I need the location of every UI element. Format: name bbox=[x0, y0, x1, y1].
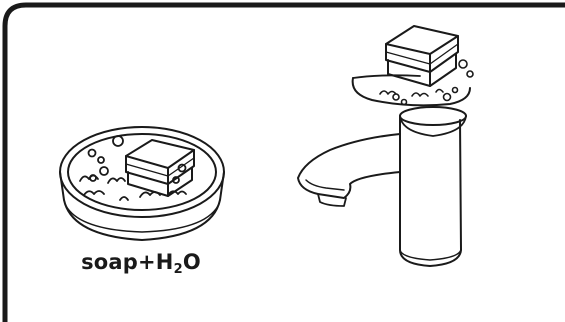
faucet-body bbox=[400, 116, 461, 266]
faucet-spout bbox=[298, 134, 400, 198]
panel-frame bbox=[5, 5, 565, 322]
faucet-cap bbox=[400, 107, 466, 125]
caption-subscript: 2 bbox=[174, 262, 183, 277]
dish-bubbles bbox=[80, 136, 186, 200]
dish-rim-outer bbox=[60, 127, 224, 217]
faucet-bubbles bbox=[380, 60, 473, 105]
faucet-soap-bar bbox=[386, 26, 458, 86]
faucet-illustration bbox=[298, 26, 473, 266]
dish-wall bbox=[60, 172, 224, 240]
dish-caption: soap+H2O bbox=[66, 252, 216, 273]
faucet-base bbox=[400, 250, 461, 260]
caption-prefix: soap+H bbox=[81, 250, 174, 274]
soap-dish-illustration bbox=[60, 127, 224, 240]
caption-suffix: O bbox=[183, 250, 201, 274]
dish-soap-bar bbox=[126, 140, 194, 196]
